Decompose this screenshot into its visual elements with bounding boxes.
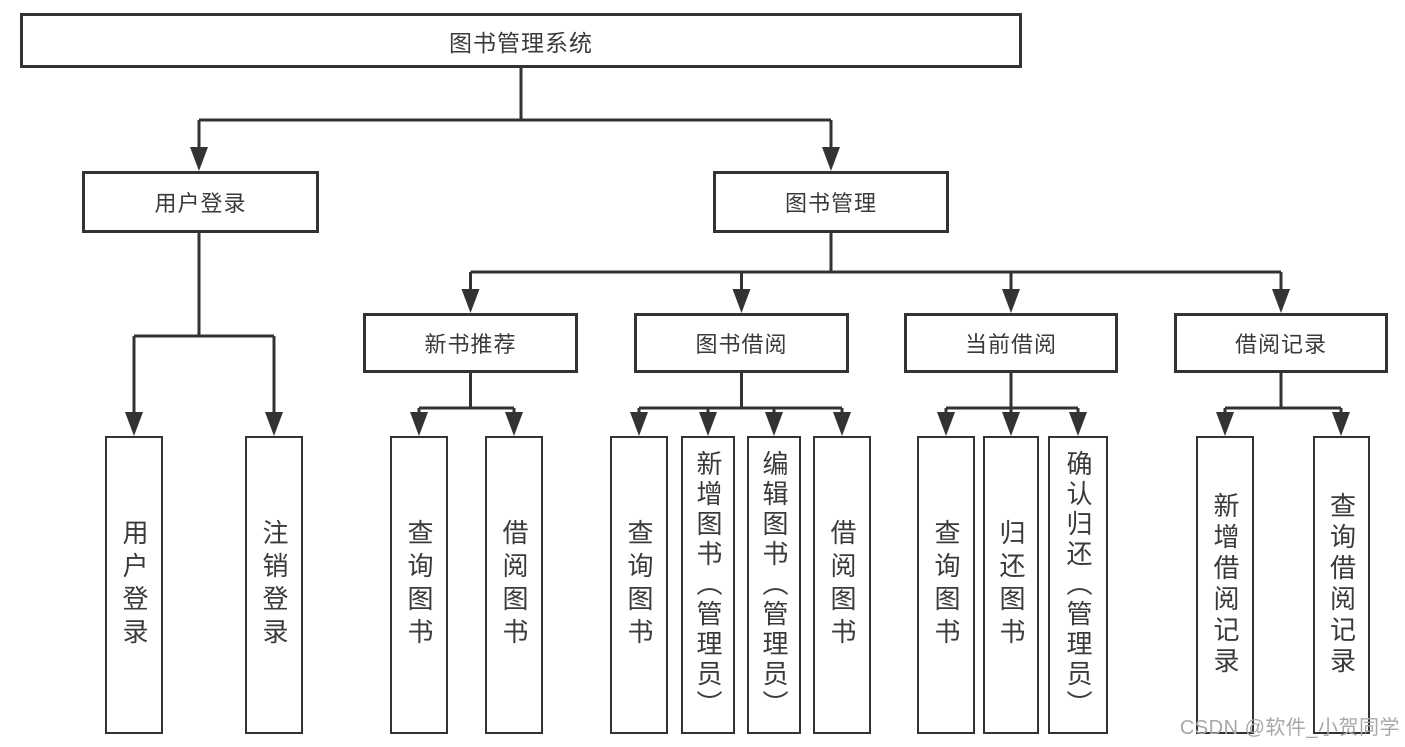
node-label: 借阅图书 xyxy=(499,519,529,651)
node-label: 查询借阅记录 xyxy=(1326,492,1357,678)
node-label: 注销登录 xyxy=(259,519,289,651)
leaf-logout: 注销登录 xyxy=(245,436,303,734)
node-label: 查询图书 xyxy=(931,519,961,651)
node-label: 确认归还（管理员） xyxy=(1063,450,1093,720)
node-book-management: 图书管理 xyxy=(713,171,949,233)
node-label: 借阅记录 xyxy=(1234,332,1327,357)
leaf-return-book: 归还图书 xyxy=(983,436,1039,734)
node-label: 图书管理 xyxy=(784,191,877,216)
leaf-query-books-current: 查询图书 xyxy=(917,436,975,734)
node-label: 用户登录 xyxy=(119,519,149,651)
node-label: 图书管理系统 xyxy=(449,29,593,56)
leaf-borrow-book-recommend: 借阅图书 xyxy=(485,436,543,734)
leaf-add-borrow-record: 新增借阅记录 xyxy=(1196,436,1254,734)
node-new-book-recommend: 新书推荐 xyxy=(363,313,578,373)
node-label: 新增借阅记录 xyxy=(1210,492,1240,678)
leaf-user-login: 用户登录 xyxy=(105,436,163,734)
node-label: 借阅图书 xyxy=(827,519,857,651)
node-label: 当前借阅 xyxy=(964,332,1057,357)
node-label: 新增图书（管理员） xyxy=(693,450,723,720)
node-library-system: 图书管理系统 xyxy=(20,13,1022,68)
node-borrow-records: 借阅记录 xyxy=(1174,313,1388,373)
leaf-query-borrow-record: 查询借阅记录 xyxy=(1313,436,1370,734)
node-book-borrow: 图书借阅 xyxy=(634,313,849,373)
node-label: 查询图书 xyxy=(624,519,654,651)
node-current-borrow: 当前借阅 xyxy=(904,313,1118,373)
leaf-query-books-recommend: 查询图书 xyxy=(390,436,448,734)
leaf-edit-book-admin: 编辑图书（管理员） xyxy=(747,436,801,734)
csdn-watermark: CSDN @软件_小贺同学 xyxy=(1179,717,1400,739)
node-label: 用户登录 xyxy=(154,191,247,216)
leaf-query-books-borrow: 查询图书 xyxy=(610,436,668,734)
node-user-login: 用户登录 xyxy=(82,171,319,233)
leaf-confirm-return-admin: 确认归还（管理员） xyxy=(1048,436,1108,734)
node-label: 图书借阅 xyxy=(695,332,788,357)
node-label: 归还图书 xyxy=(996,519,1026,651)
node-label: 查询图书 xyxy=(404,519,434,651)
leaf-borrow-book: 借阅图书 xyxy=(813,436,871,734)
leaf-add-book-admin: 新增图书（管理员） xyxy=(681,436,735,734)
node-label: 新书推荐 xyxy=(424,332,517,357)
node-label: 编辑图书（管理员） xyxy=(759,450,789,720)
